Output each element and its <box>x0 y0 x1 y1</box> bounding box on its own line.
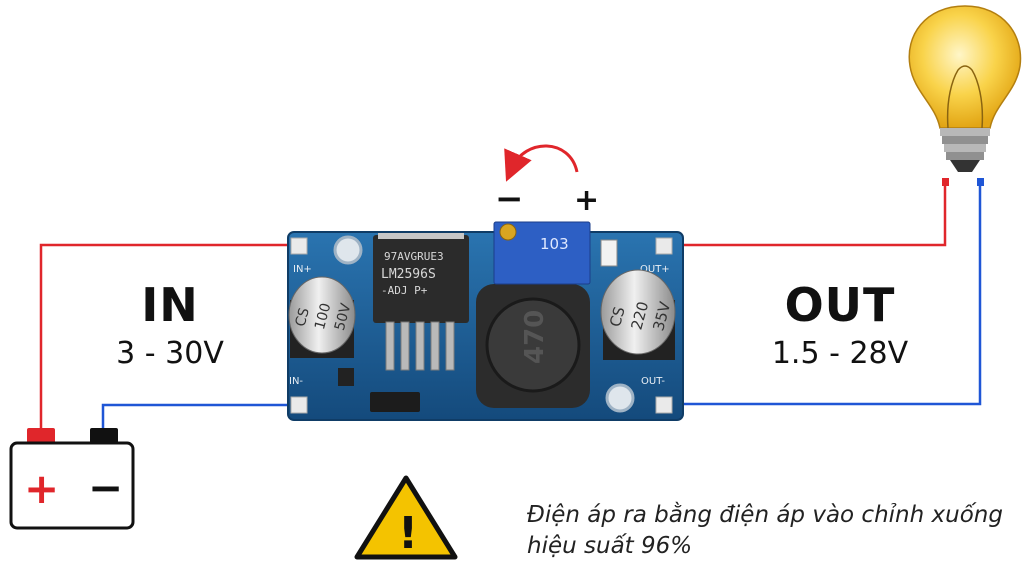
mounting-hole <box>333 235 363 265</box>
efficiency-note: Điện áp ra bằng điện áp vào chỉnh xuống … <box>527 500 1007 562</box>
mounting-hole <box>605 383 635 413</box>
ic-marking-1: 97AVGRUE3 <box>384 250 444 263</box>
battery-body <box>9 441 135 530</box>
pad-in-minus <box>290 396 308 414</box>
battery-plus-sign: + <box>24 464 59 513</box>
input-negative-wire <box>101 403 296 430</box>
pad-out-minus <box>655 396 673 414</box>
warning-icon: ! <box>354 475 458 560</box>
smd-resistor <box>338 368 354 386</box>
adjust-direction: − + <box>495 144 599 219</box>
ic-marking-2: LM2596S <box>381 267 436 282</box>
output-title: OUT <box>784 278 896 332</box>
inductor-marking: 470 <box>520 310 550 364</box>
pin-label-out-plus: OUT+ <box>640 264 670 275</box>
trim-potentiometer: 103 <box>493 221 591 285</box>
cap-left-text-1: CS <box>293 306 313 328</box>
cap-right-text-1: CS <box>606 305 629 329</box>
battery: + − <box>9 428 135 530</box>
pin-label-in-minus: IN- <box>289 376 303 387</box>
note-line-1: Điện áp ra bằng điện áp vào chỉnh xuống <box>527 502 1003 528</box>
ic-marking-3: -ADJ P+ <box>381 284 428 297</box>
warning-symbol: ! <box>398 508 418 559</box>
wires <box>39 183 982 430</box>
battery-terminal-positive <box>27 428 55 444</box>
pin-label-in-plus: IN+ <box>293 264 312 275</box>
rotate-arrow <box>504 144 579 182</box>
battery-terminal-negative <box>90 428 118 444</box>
output-voltage-range: 1.5 - 28V <box>771 336 909 371</box>
battery-minus-sign: − <box>88 463 123 512</box>
pin-label-out-minus: OUT- <box>641 376 665 387</box>
pad-in-plus <box>290 237 308 255</box>
trim-minus-label: − <box>495 179 524 219</box>
input-positive-wire <box>39 243 296 430</box>
pot-marking: 103 <box>540 235 569 253</box>
cap-left-text-3: 50V <box>332 301 355 332</box>
output-capacitor: CS 220 35V <box>600 269 676 360</box>
trim-plus-label: + <box>574 183 599 218</box>
pad-out-plus <box>655 237 673 255</box>
input-title: IN <box>141 278 199 332</box>
led-smd <box>600 239 618 267</box>
input-capacitor: CS 100 50V <box>288 276 356 358</box>
cap-left-text-2: 100 <box>312 301 334 331</box>
inductor: 470 <box>476 284 590 408</box>
input-voltage-range: 3 - 30V <box>116 336 224 371</box>
diode-smd <box>370 392 420 412</box>
output-positive-wire <box>662 183 947 247</box>
bulb-terminal-positive <box>942 178 949 186</box>
buck-converter-module: IN+ IN- OUT+ OUT- 97AVGRUE3 LM2596S -ADJ… <box>287 221 684 421</box>
bulb-terminal-negative <box>977 178 984 186</box>
ic-legs <box>385 321 455 371</box>
lm2596-ic: 97AVGRUE3 LM2596S -ADJ P+ <box>373 233 469 371</box>
output-negative-wire <box>662 183 982 406</box>
note-line-2: hiệu suất 96% <box>527 533 693 559</box>
light-bulb-icon <box>908 5 1022 186</box>
